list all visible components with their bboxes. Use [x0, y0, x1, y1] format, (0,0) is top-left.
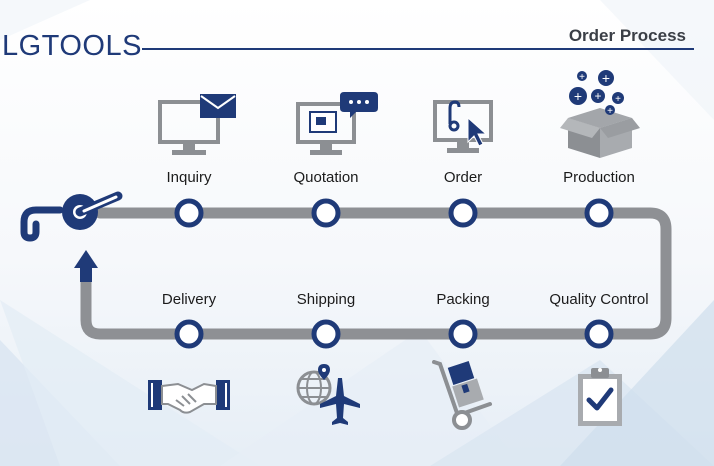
- svg-text:+: +: [594, 89, 601, 103]
- handshake-icon: [148, 380, 230, 414]
- monitor-mail-icon: [158, 94, 236, 155]
- step-label-inquiry: Inquiry: [166, 169, 212, 186]
- step-label-packing: Packing: [436, 291, 490, 308]
- box-plus-icon: + + + + + +: [560, 70, 640, 158]
- node-order: [448, 198, 478, 228]
- node-inquiry: [174, 198, 204, 228]
- header-divider: [142, 48, 694, 50]
- clipboard-check-icon: [578, 368, 622, 426]
- step-label-quality-control: Quality Control: [549, 291, 649, 308]
- monitor-click-icon: [433, 100, 493, 153]
- hook-start-icon: [20, 191, 123, 242]
- node-shipping: [311, 319, 341, 349]
- svg-text:+: +: [579, 72, 585, 83]
- svg-text:+: +: [615, 94, 621, 105]
- page-title: Order Process: [568, 26, 686, 45]
- step-label-production: Production: [563, 169, 635, 186]
- node-packing: [448, 319, 478, 349]
- step-label-delivery: Delivery: [161, 291, 217, 308]
- hand-truck-icon: [432, 360, 492, 430]
- svg-text:+: +: [574, 88, 582, 104]
- node-delivery: [174, 319, 204, 349]
- svg-text:+: +: [602, 70, 610, 86]
- up-arrow-icon: [74, 250, 98, 282]
- globe-plane-icon: [296, 364, 360, 425]
- step-label-quotation: Quotation: [293, 169, 359, 186]
- svg-text:+: +: [607, 106, 613, 117]
- brand-logo: LGTOOLS: [2, 30, 142, 62]
- node-quality-control: [584, 319, 614, 349]
- step-label-order: Order: [443, 169, 483, 186]
- node-production: [584, 198, 614, 228]
- flow-track: [80, 207, 672, 340]
- step-label-shipping: Shipping: [296, 291, 356, 308]
- node-quotation: [311, 198, 341, 228]
- monitor-chat-icon: [296, 92, 378, 155]
